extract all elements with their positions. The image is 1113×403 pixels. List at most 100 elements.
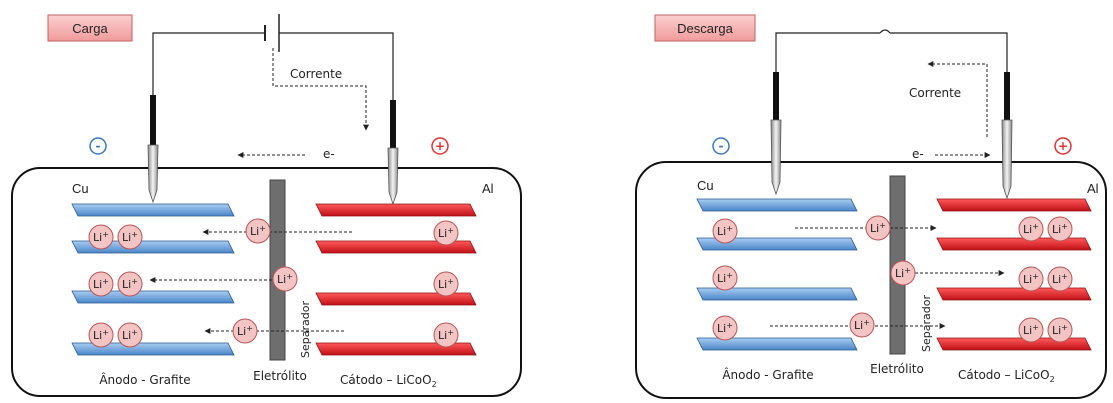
charge-cell-container (11, 167, 522, 397)
svg-text:Li+: Li+ (93, 230, 109, 244)
li-ion: Li+ (433, 220, 459, 246)
charge-current-label: Corrente (290, 67, 342, 81)
charge-ion-arrows (149, 229, 352, 334)
charge-electron-label: e- (323, 147, 335, 161)
charge-plus-icon: + (431, 137, 449, 155)
anode-plate (696, 237, 858, 251)
svg-text:Li+: Li+ (122, 230, 138, 244)
li-ion: Li+ (117, 322, 143, 348)
svg-text:+: + (1058, 139, 1068, 153)
charge-electrolyte-label: Eletrólito (253, 369, 307, 383)
svg-text:Li+: Li+ (438, 226, 454, 240)
li-ion: Li+ (433, 322, 459, 348)
cathode-plate (315, 342, 477, 356)
charge-title: Carga (72, 21, 108, 36)
discharge-title-box: Descarga (654, 14, 756, 42)
svg-text:Li+: Li+ (1052, 272, 1068, 286)
svg-text:Li+: Li+ (122, 277, 138, 291)
li-ion: Li+ (1018, 266, 1044, 292)
charge-ions: Li+ Li+ Li+ Li+ Li+ Li+ Li+ Li+ Li+ Li+ … (88, 218, 459, 348)
charge-separator-label: Separador (299, 301, 312, 358)
svg-text:Li+: Li+ (122, 328, 138, 342)
li-ion: Li+ (712, 218, 738, 244)
charge-external-circuit (152, 14, 394, 100)
li-ion: Li+ (272, 266, 298, 292)
svg-text:Li+: Li+ (250, 224, 266, 238)
discharge-ions: Li+ Li+ Li+ Li+ Li+ Li+ Li+ Li+ Li+ Li+ … (712, 215, 1073, 343)
discharge-title: Descarga (677, 21, 733, 36)
charge-cathode-electrode (387, 100, 399, 206)
li-ion: Li+ (1018, 317, 1044, 343)
anode-plate (71, 240, 235, 254)
discharge-plus-icon: + (1054, 137, 1072, 155)
li-ion: Li+ (433, 271, 459, 297)
discharge-anode-metal: Cu (697, 178, 714, 193)
discharge-anode-plates (696, 198, 858, 351)
li-ion: Li+ (1047, 266, 1073, 292)
cathode-plate (936, 337, 1092, 351)
svg-text:Li+: Li+ (870, 221, 886, 235)
li-ion: Li+ (1047, 216, 1073, 242)
svg-text:-: - (96, 139, 101, 153)
li-ion: Li+ (88, 271, 114, 297)
svg-text:Li+: Li+ (1023, 272, 1039, 286)
charge-cathode-plates (315, 203, 477, 356)
li-ion: Li+ (117, 224, 143, 250)
svg-text:-: - (719, 139, 724, 153)
li-ion: Li+ (849, 312, 875, 338)
li-ion: Li+ (88, 224, 114, 250)
svg-text:Li+: Li+ (438, 277, 454, 291)
svg-text:Li+: Li+ (717, 321, 733, 335)
charge-cathode-label: Cátodo – LiCoO2 (340, 373, 437, 389)
charge-anode-label: Ânodo - Grafite (99, 372, 190, 387)
svg-text:Li+: Li+ (1023, 323, 1039, 337)
anode-plate (71, 342, 235, 356)
charge-cathode-metal: Al (482, 181, 494, 196)
svg-text:Li+: Li+ (1023, 222, 1039, 236)
anode-plate (696, 287, 858, 301)
charge-anode-plates (71, 203, 235, 356)
svg-text:+: + (435, 139, 445, 153)
discharge-electron-label: e- (912, 147, 924, 161)
svg-text:Li+: Li+ (1052, 323, 1068, 337)
charge-title-box: Carga (47, 14, 133, 42)
discharge-anode-electrode (770, 72, 782, 196)
li-ion: Li+ (245, 218, 271, 244)
svg-text:Li+: Li+ (93, 328, 109, 342)
discharge-panel: Descarga Corrente e- - + (635, 14, 1107, 399)
svg-text:Li+: Li+ (277, 272, 293, 286)
charge-anode-metal: Cu (72, 181, 89, 196)
discharge-cathode-plates (936, 198, 1092, 351)
discharge-electrolyte-label: Eletrólito (870, 362, 924, 376)
discharge-minus-icon: - (712, 137, 730, 155)
svg-text:Li+: Li+ (717, 271, 733, 285)
li-ion: Li+ (712, 315, 738, 341)
li-ion: Li+ (890, 260, 916, 286)
discharge-cathode-label: Cátodo – LiCoO2 (958, 368, 1055, 384)
discharge-external-circuit (775, 29, 1008, 72)
cathode-plate (315, 292, 477, 306)
charge-current-arrow (272, 48, 369, 131)
anode-plate (696, 198, 858, 212)
li-ion: Li+ (1047, 317, 1073, 343)
svg-text:Li+: Li+ (895, 266, 911, 280)
cathode-plate (936, 237, 1092, 251)
discharge-cathode-electrode (1001, 72, 1013, 200)
svg-text:Li+: Li+ (717, 224, 733, 238)
charge-panel: Carga Corrente e- - + (11, 14, 522, 397)
li-ion: Li+ (117, 271, 143, 297)
discharge-current-label: Corrente (909, 86, 961, 100)
li-ion: Li+ (865, 215, 891, 241)
li-ion: Li+ (88, 322, 114, 348)
anode-plate (696, 337, 858, 351)
svg-text:Li+: Li+ (237, 324, 253, 338)
cathode-plate (936, 198, 1092, 212)
svg-text:Li+: Li+ (854, 318, 870, 332)
li-ion: Li+ (232, 318, 258, 344)
cathode-plate (315, 203, 477, 217)
discharge-separator-label: Separador (920, 295, 933, 352)
li-ion: Li+ (712, 265, 738, 291)
charge-anode-electrode (147, 95, 159, 204)
cathode-plate (315, 240, 477, 254)
